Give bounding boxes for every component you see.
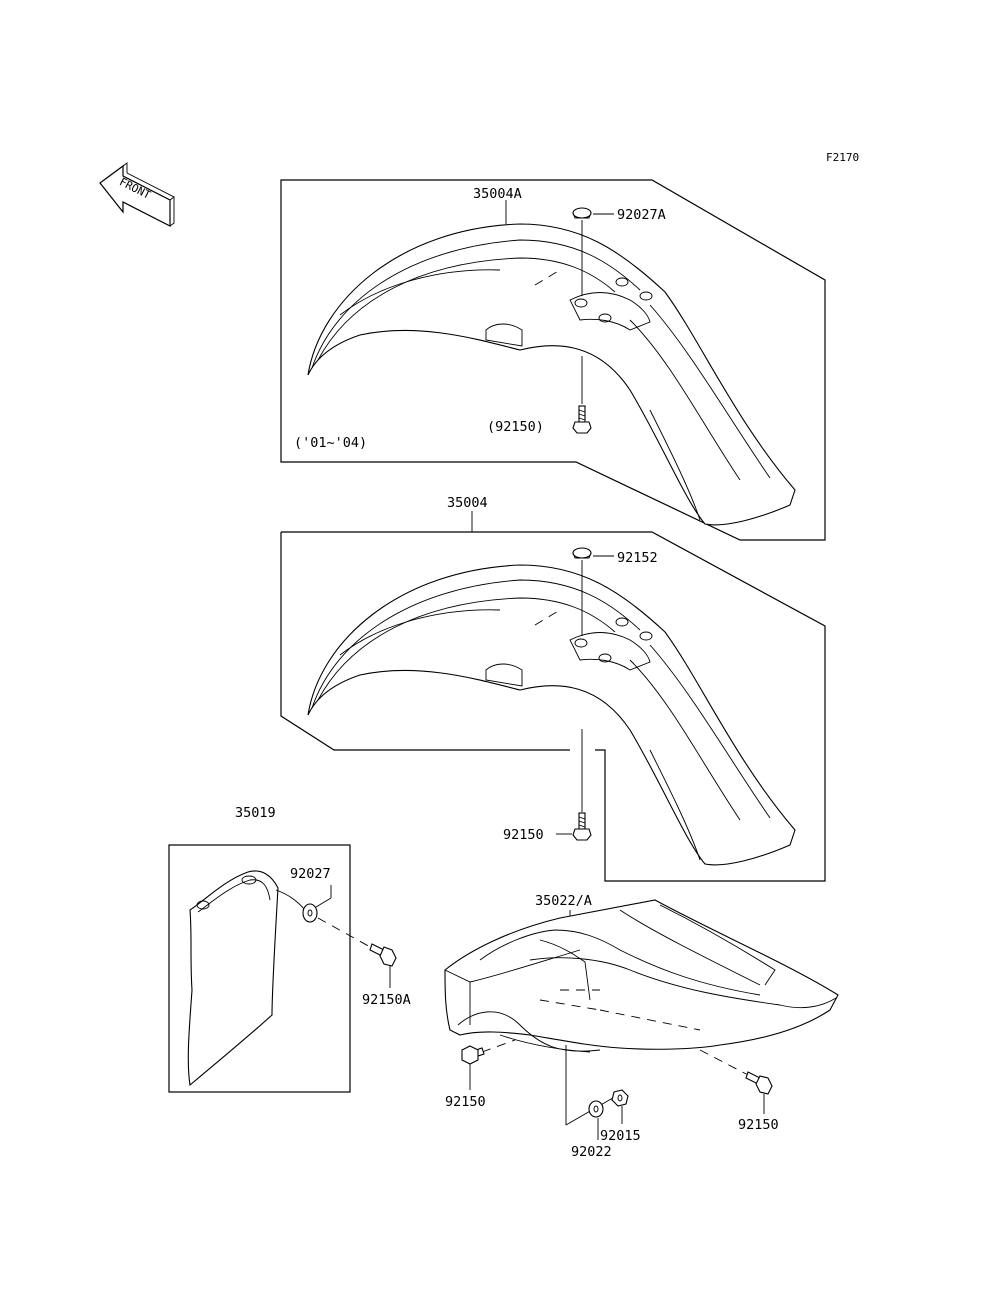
- rear-washer-label: 92022: [571, 1144, 612, 1160]
- rear-washer-nut-icon: [565, 1045, 629, 1140]
- rear-fender-group: 35022/A 92150: [444, 893, 839, 1160]
- guard-group: 35019 92027 92150A: [168, 805, 411, 1093]
- bolt-92150a-icon: [317, 917, 397, 988]
- fender-b-group: 35004 92152: [280, 495, 826, 882]
- rear-nut-label: 92015: [600, 1128, 641, 1144]
- front-arrow-icon: FRONT: [99, 162, 175, 227]
- fender-b-bolt-label: 92150: [503, 827, 544, 843]
- guard-label: 35019: [235, 805, 276, 821]
- cap-92027a-icon: [572, 207, 614, 296]
- rear-fender: [444, 899, 839, 1053]
- bolt-b-icon: [556, 729, 592, 841]
- guard-washer-label: 92027: [290, 866, 331, 882]
- rear-bolt-right-icon: [699, 1049, 773, 1114]
- cap-92152-icon: [572, 547, 614, 636]
- front-fender-a: [307, 223, 796, 526]
- fender-a-bolt-label: (92150): [487, 419, 544, 435]
- fender-a-label: 35004A: [473, 186, 522, 202]
- front-fender-b: [307, 564, 796, 866]
- rear-fender-label: 35022/A: [535, 893, 592, 909]
- fender-b-label: 35004: [447, 495, 488, 511]
- guard-frame: [168, 844, 351, 1093]
- fender-b-frame: [281, 531, 826, 882]
- fender-a-cap-label: 92027A: [617, 207, 666, 223]
- fender-a-years-label: ('01~'04): [294, 435, 367, 451]
- figure-code: F2170: [826, 151, 859, 164]
- washer-92027-icon: [302, 885, 332, 923]
- number-plate-guard: [187, 870, 306, 1087]
- fender-a-frame: [280, 179, 826, 541]
- rear-bolt-right-label: 92150: [738, 1117, 779, 1133]
- bolt-a-icon: [572, 356, 592, 434]
- rear-bolt-left-icon: [461, 1039, 516, 1090]
- front-label: FRONT: [117, 175, 153, 202]
- fender-a-group: 35004A 92027A: [280, 179, 826, 541]
- guard-bolt-label: 92150A: [362, 992, 411, 1008]
- fender-b-cap-label: 92152: [617, 550, 658, 566]
- rear-bolt-left-label: 92150: [445, 1094, 486, 1110]
